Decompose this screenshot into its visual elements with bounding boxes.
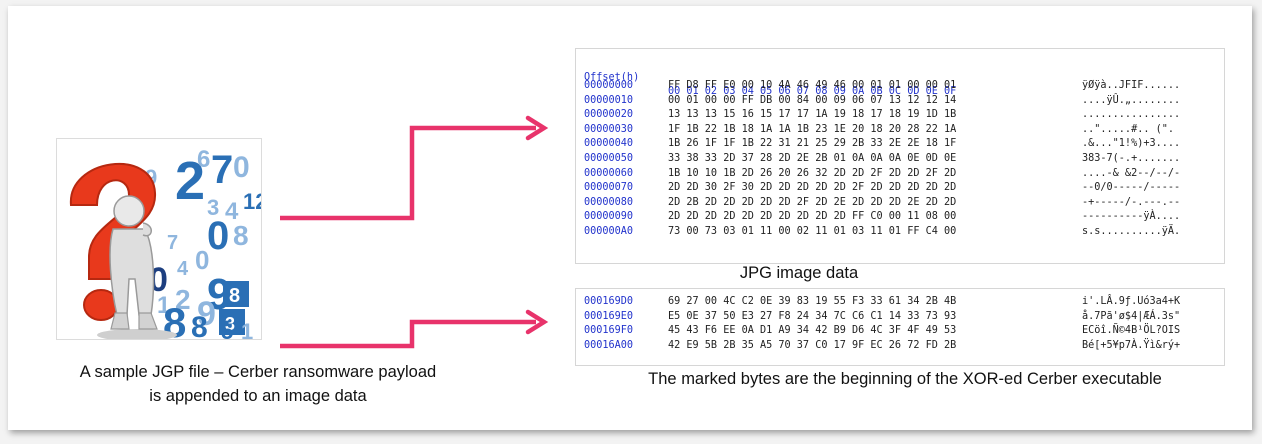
svg-text:0: 0 bbox=[195, 245, 209, 275]
hex-row-ascii: -+-----/-.---.-- bbox=[1082, 196, 1181, 208]
svg-text:9: 9 bbox=[197, 295, 216, 333]
hex-row-ascii: ....-& &2--/--/- bbox=[1082, 167, 1181, 179]
svg-text:4: 4 bbox=[225, 198, 239, 225]
hex-row-offset: 00000000 bbox=[584, 80, 634, 91]
jpg-data-label: JPG image data bbox=[739, 264, 859, 282]
hex-row-offset: 00000040 bbox=[584, 138, 634, 150]
hex-row-bytes: 2D 2D 30 2F 30 2D 2D 2D 2D 2D 2F 2D 2D 2… bbox=[668, 182, 957, 194]
hex-row-offset: 00000020 bbox=[584, 109, 634, 121]
hex-header-row: Offset(h) 00 01 02 03 04 05 06 07 08 09 … bbox=[576, 57, 956, 97]
right-caption: The marked bytes are the beginning of th… bbox=[648, 370, 1162, 388]
hex-row-offset: 00000050 bbox=[584, 153, 634, 164]
arrow-to-payload-data bbox=[280, 319, 536, 349]
hex-row-ascii: ....ÿÛ.„........ bbox=[1082, 94, 1181, 106]
hex-row-offset: 00016A00 bbox=[584, 339, 634, 351]
hex-row-bytes: 42 E9 5B 2B 35 A5 70 37 C0 17 9F EC 26 7… bbox=[668, 339, 957, 351]
svg-text:3: 3 bbox=[207, 195, 219, 220]
hex-row-ascii: --0/0-----/----- bbox=[1082, 182, 1181, 194]
hex-header-offset: Offset(h) bbox=[584, 72, 640, 83]
hex-row-bytes: 2D 2D 2D 2D 2D 2D 2D 2D 2D 2D FF C0 00 1… bbox=[668, 211, 957, 223]
hex-row-ascii: i'.LÂ.9ƒ.Uó3a4+K bbox=[1082, 296, 1181, 307]
svg-text:7: 7 bbox=[211, 148, 233, 192]
arrow-head-top-icon bbox=[525, 115, 549, 141]
hex-row-ascii: 383-7(-.+....... bbox=[1082, 153, 1181, 164]
left-caption-line-1: A sample JGP file – Cerber ransomware pa… bbox=[79, 363, 437, 381]
hex-row-bytes: E5 0E 37 50 E3 27 F8 24 34 7C C6 C1 14 3… bbox=[668, 310, 957, 322]
question-mark-figure-illustration: 2 7 0 6 9 3 4 12 0 8 7 4 0 9 0 1 2 9 8 8… bbox=[69, 146, 261, 339]
svg-text:5: 5 bbox=[221, 319, 233, 339]
hex-row-ascii: ECöî.Ñ©4B¹ÖL?OIS bbox=[1082, 325, 1181, 337]
hex-row-offset: 000169E0 bbox=[584, 310, 634, 322]
hex-row-offset: 000000A0 bbox=[584, 226, 634, 237]
svg-text:4: 4 bbox=[177, 258, 189, 280]
hex-row-bytes: 69 27 00 4C C2 0E 39 83 19 55 F3 33 61 3… bbox=[668, 296, 957, 307]
hex-row-ascii: ..".....#.. (". bbox=[1082, 123, 1175, 135]
svg-text:8: 8 bbox=[233, 220, 249, 251]
hex-row-bytes: 1B 10 10 1B 2D 26 20 26 32 2D 2D 2F 2D 2… bbox=[668, 167, 957, 179]
hex-row-offset: 00000090 bbox=[584, 211, 634, 223]
arrow-to-jpg-data bbox=[280, 125, 536, 221]
svg-text:1: 1 bbox=[157, 292, 170, 319]
hex-row-offset: 00000070 bbox=[584, 182, 634, 194]
hex-row-bytes: 1F 1B 22 1B 18 1A 1A 1B 23 1E 20 18 20 2… bbox=[668, 123, 957, 135]
svg-text:2: 2 bbox=[175, 151, 205, 211]
hex-row-bytes: 00 01 00 00 FF DB 00 84 00 09 06 07 13 1… bbox=[668, 94, 957, 106]
svg-text:0: 0 bbox=[207, 214, 229, 258]
hex-row-offset: 00000010 bbox=[584, 94, 634, 106]
hex-row-bytes: 13 13 13 15 16 15 17 17 1A 19 18 17 18 1… bbox=[668, 109, 957, 121]
hex-row-bytes: 45 43 F6 EE 0A D1 A9 34 42 B9 D6 4C 3F 4… bbox=[668, 325, 957, 337]
svg-text:7: 7 bbox=[167, 232, 178, 254]
svg-text:0: 0 bbox=[233, 151, 250, 184]
svg-text:8: 8 bbox=[229, 285, 240, 307]
hex-row-offset: 00000080 bbox=[584, 196, 634, 208]
hex-row-ascii: ÿØÿà..JFIF...... bbox=[1082, 80, 1181, 91]
svg-text:8: 8 bbox=[191, 311, 208, 339]
hex-row-offset: 000169F0 bbox=[584, 325, 634, 337]
svg-text:1: 1 bbox=[241, 319, 253, 339]
hex-row-offset: 00000030 bbox=[584, 123, 634, 135]
left-caption: A sample JGP file – Cerber ransomware pa… bbox=[28, 360, 488, 408]
hex-row-ascii: ----------ÿÀ.... bbox=[1082, 211, 1181, 223]
hex-row-offset: 000169D0 bbox=[584, 296, 634, 307]
hex-panel-jpg: Offset(h) 00 01 02 03 04 05 06 07 08 09 … bbox=[575, 48, 1225, 264]
hex-row-offset: 00000060 bbox=[584, 167, 634, 179]
hex-row-ascii: å.7Pã'ø$4|ÆÁ.3s" bbox=[1082, 310, 1181, 322]
svg-text:12: 12 bbox=[243, 189, 261, 214]
hex-row-bytes: 1B 26 1F 1F 1B 22 31 21 25 29 2B 33 2E 2… bbox=[668, 138, 957, 150]
svg-text:3: 3 bbox=[225, 314, 235, 334]
hex-row-ascii: s.s..........ÿÄ. bbox=[1082, 226, 1181, 237]
hex-panel-payload: 000169D0 69 27 00 4C C2 0E 39 83 19 55 F3… bbox=[575, 288, 1225, 366]
left-caption-line-2: is appended to an image data bbox=[149, 387, 367, 405]
svg-text:8: 8 bbox=[163, 299, 186, 339]
hex-row-bytes: 33 38 33 2D 37 28 2D 2E 2B 01 0A 0A 0A 0… bbox=[668, 153, 957, 164]
hex-row-bytes: 73 00 73 03 01 11 00 02 11 01 03 11 01 F… bbox=[668, 226, 957, 237]
sample-jpg-image: 2 7 0 6 9 3 4 12 0 8 7 4 0 9 0 1 2 9 8 8… bbox=[56, 138, 262, 340]
hex-row-bytes: 2D 2B 2D 2D 2D 2D 2D 2F 2D 2E 2D 2D 2D 2… bbox=[668, 196, 957, 208]
hex-row-ascii: ................ bbox=[1082, 109, 1181, 121]
hex-row-bytes: FF D8 FF E0 00 10 4A 46 49 46 00 01 01 0… bbox=[668, 80, 957, 91]
hex-row-ascii: Bé[+5¥p7À.Ÿì&rý+ bbox=[1082, 339, 1181, 351]
hex-header-columns: 00 01 02 03 04 05 06 07 08 09 0A 0B 0C 0… bbox=[668, 86, 957, 97]
thinking-figure-icon bbox=[97, 195, 177, 339]
svg-text:6: 6 bbox=[197, 146, 210, 173]
svg-text:2: 2 bbox=[175, 284, 191, 315]
arrow-head-bottom-icon bbox=[525, 309, 549, 335]
hex-row-ascii: .&..."1!%)+3.... bbox=[1082, 138, 1181, 150]
